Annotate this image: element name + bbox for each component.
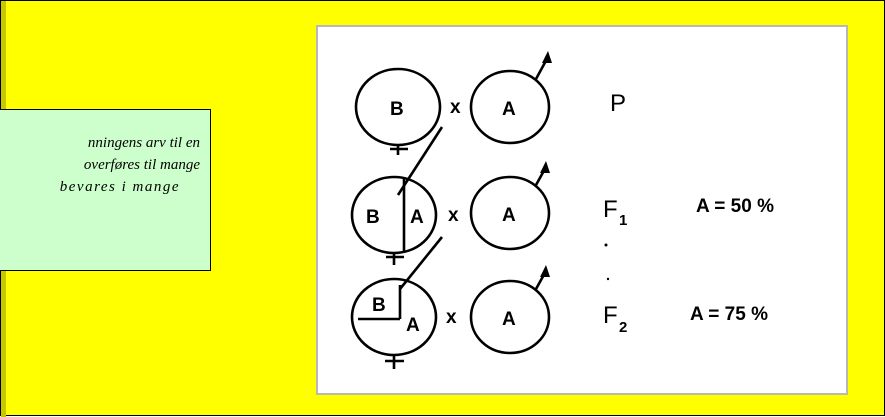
female-label-a: A <box>410 207 424 228</box>
scan-speck <box>604 243 608 247</box>
scan-speck <box>606 277 610 281</box>
female-symbol-f1 <box>350 175 438 265</box>
text-line-2: overføres til mange <box>83 157 200 173</box>
cross-symbol: x <box>446 307 457 328</box>
percentage-f1: A = 50 % <box>696 196 774 217</box>
text-box-paragraph: nningens arv til en overføres til mange … <box>0 110 210 198</box>
generation-label-p: P <box>610 90 626 117</box>
connector-line-1 <box>396 126 444 196</box>
row-p: B x A P <box>354 51 626 155</box>
male-symbol-f2 <box>469 265 551 355</box>
inheritance-figure: B x A P <box>316 25 848 395</box>
inheritance-diagram: B x A P <box>350 51 774 369</box>
row-f2: B A x A F 2 A = 75 % <box>350 265 768 369</box>
percentage-f2: A = 75 % <box>690 304 768 325</box>
female-label-b: B <box>366 207 380 228</box>
text-box: nningens arv til en overføres til mange … <box>0 109 211 271</box>
male-label-a: A <box>502 309 516 330</box>
row-f1: B A x A F 1 A = 50 % <box>350 161 774 265</box>
text-line-1: nningens arv til en <box>87 135 200 151</box>
female-symbol-f2 <box>350 277 438 369</box>
female-label-b: B <box>372 295 386 316</box>
generation-label-f2: F <box>603 302 618 329</box>
generation-label-f1: F <box>603 196 618 223</box>
male-symbol-f1 <box>469 161 551 251</box>
female-label-b: B <box>390 99 404 120</box>
female-label-a: A <box>406 315 420 336</box>
text-line-3: bevares i mange <box>59 179 180 195</box>
cross-symbol: x <box>450 97 461 118</box>
generation-subscript-f2: 2 <box>619 319 627 336</box>
male-label-a: A <box>502 99 516 120</box>
cross-symbol: x <box>448 205 459 226</box>
male-symbol-p <box>469 51 552 145</box>
male-label-a: A <box>502 205 516 226</box>
generation-subscript-f1: 1 <box>619 212 627 229</box>
female-symbol-p <box>354 67 442 155</box>
